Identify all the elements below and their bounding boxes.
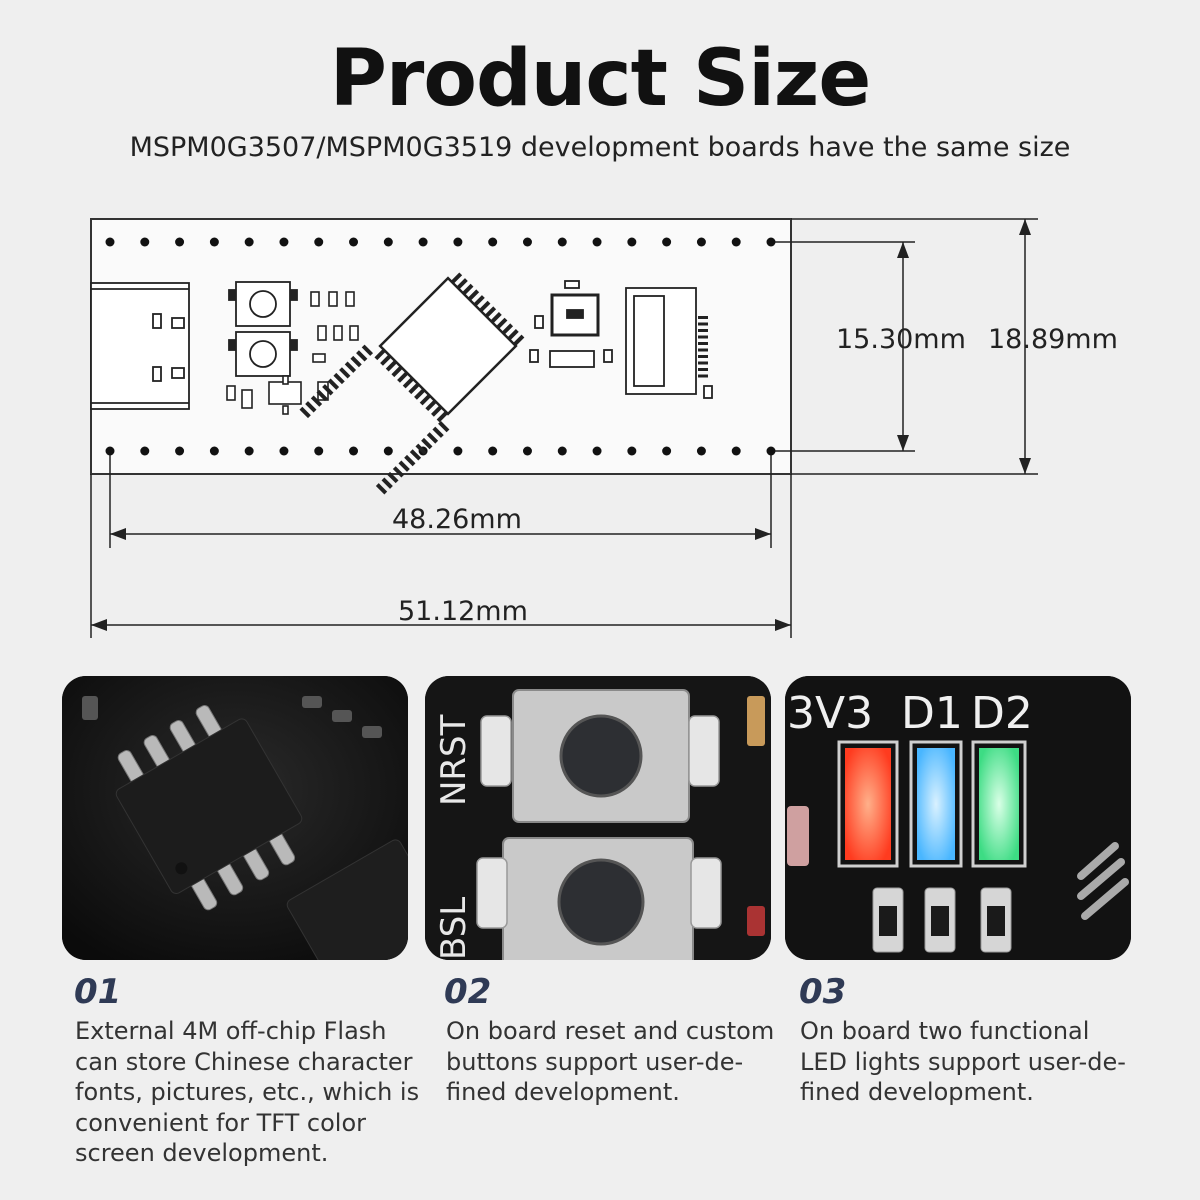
smd-component — [317, 325, 327, 341]
pin-hole — [244, 237, 254, 247]
pin-hole — [766, 446, 776, 456]
pin-hole — [766, 237, 776, 247]
pin-hole — [279, 237, 289, 247]
bsl-label: BSL — [434, 897, 474, 960]
pin-hole — [592, 237, 602, 247]
pin-header-holes — [105, 237, 776, 456]
smd-component — [268, 381, 302, 405]
pin-hole — [314, 446, 324, 456]
tact-buttons — [228, 281, 298, 377]
pin-hole — [279, 446, 289, 456]
pin-hole — [175, 237, 185, 247]
d1-led — [917, 748, 955, 860]
pin-hole — [627, 237, 637, 247]
smd-component — [241, 389, 253, 409]
pin-hole — [557, 237, 567, 247]
pin-hole — [349, 237, 359, 247]
pin-hole — [209, 237, 219, 247]
pin-hole — [383, 237, 393, 247]
pin-hole — [314, 237, 324, 247]
mcu-chip — [299, 272, 525, 495]
pin-hole — [488, 446, 498, 456]
pin-hole — [418, 237, 428, 247]
pin-hole — [592, 446, 602, 456]
led-3v3-label: 3V3 — [787, 688, 873, 739]
smd-component — [349, 325, 359, 341]
pin-hole — [453, 237, 463, 247]
smd-component — [345, 291, 355, 307]
pin-hole — [731, 446, 741, 456]
pin-hole — [209, 446, 219, 456]
pin-hole — [140, 237, 150, 247]
pin-hole — [244, 446, 254, 456]
pin-hole — [349, 446, 359, 456]
pin-hole — [696, 237, 706, 247]
pin-hole — [383, 446, 393, 456]
feature-number-02: 02 — [444, 972, 492, 1012]
pin-hole — [175, 446, 185, 456]
smd-component — [226, 385, 236, 401]
feature-text-03: On board two functional LED lights suppo… — [800, 1017, 1126, 1106]
power-led — [845, 748, 891, 860]
usb-connector — [90, 282, 190, 410]
smd-component — [328, 291, 338, 307]
feature-number-03: 03 — [799, 972, 847, 1012]
page-title: Product Size — [329, 34, 871, 124]
pin-spacing-width-label: 48.26mm — [392, 504, 522, 535]
led-d2-label: D2 — [971, 688, 1033, 739]
pin-hole — [557, 446, 567, 456]
pin-hole — [662, 446, 672, 456]
board-height-label: 18.89mm — [988, 324, 1118, 355]
smd-component — [282, 405, 289, 415]
debug-connector — [625, 287, 713, 399]
nrst-label: NRST — [434, 714, 474, 806]
pin-hole — [696, 446, 706, 456]
pin-hole — [522, 237, 532, 247]
board-dimension-drawing — [90, 218, 1038, 638]
smd-component — [333, 325, 343, 341]
feature-text-02: On board reset and custom buttons suppor… — [446, 1017, 775, 1106]
board-width-label: 51.12mm — [398, 596, 528, 627]
smd-component — [310, 291, 320, 307]
led-d1-label: D1 — [901, 688, 963, 739]
pin-hole — [488, 237, 498, 247]
pin-hole — [627, 446, 637, 456]
pin-spacing-height-label: 15.30mm — [836, 324, 966, 355]
pin-hole — [731, 237, 741, 247]
regulator — [529, 280, 613, 368]
page-subtitle: MSPM0G3507/MSPM0G3519 development boards… — [129, 132, 1071, 163]
feature-number-01: 01 — [74, 972, 122, 1012]
pin-hole — [105, 237, 115, 247]
pin-hole — [522, 446, 532, 456]
pin-hole — [105, 446, 115, 456]
buttons-photo: NRST BSL — [425, 676, 771, 960]
d2-led — [979, 748, 1019, 860]
pin-hole — [140, 446, 150, 456]
smd-component — [312, 353, 326, 363]
pin-hole — [453, 446, 463, 456]
feature-text-01: External 4M off-chip Flash can store Chi… — [75, 1017, 420, 1167]
leds-photo: 3V3 D1 D2 — [785, 676, 1131, 960]
flash-chip-photo — [62, 676, 408, 960]
pin-hole — [662, 237, 672, 247]
smd-component — [282, 375, 289, 385]
